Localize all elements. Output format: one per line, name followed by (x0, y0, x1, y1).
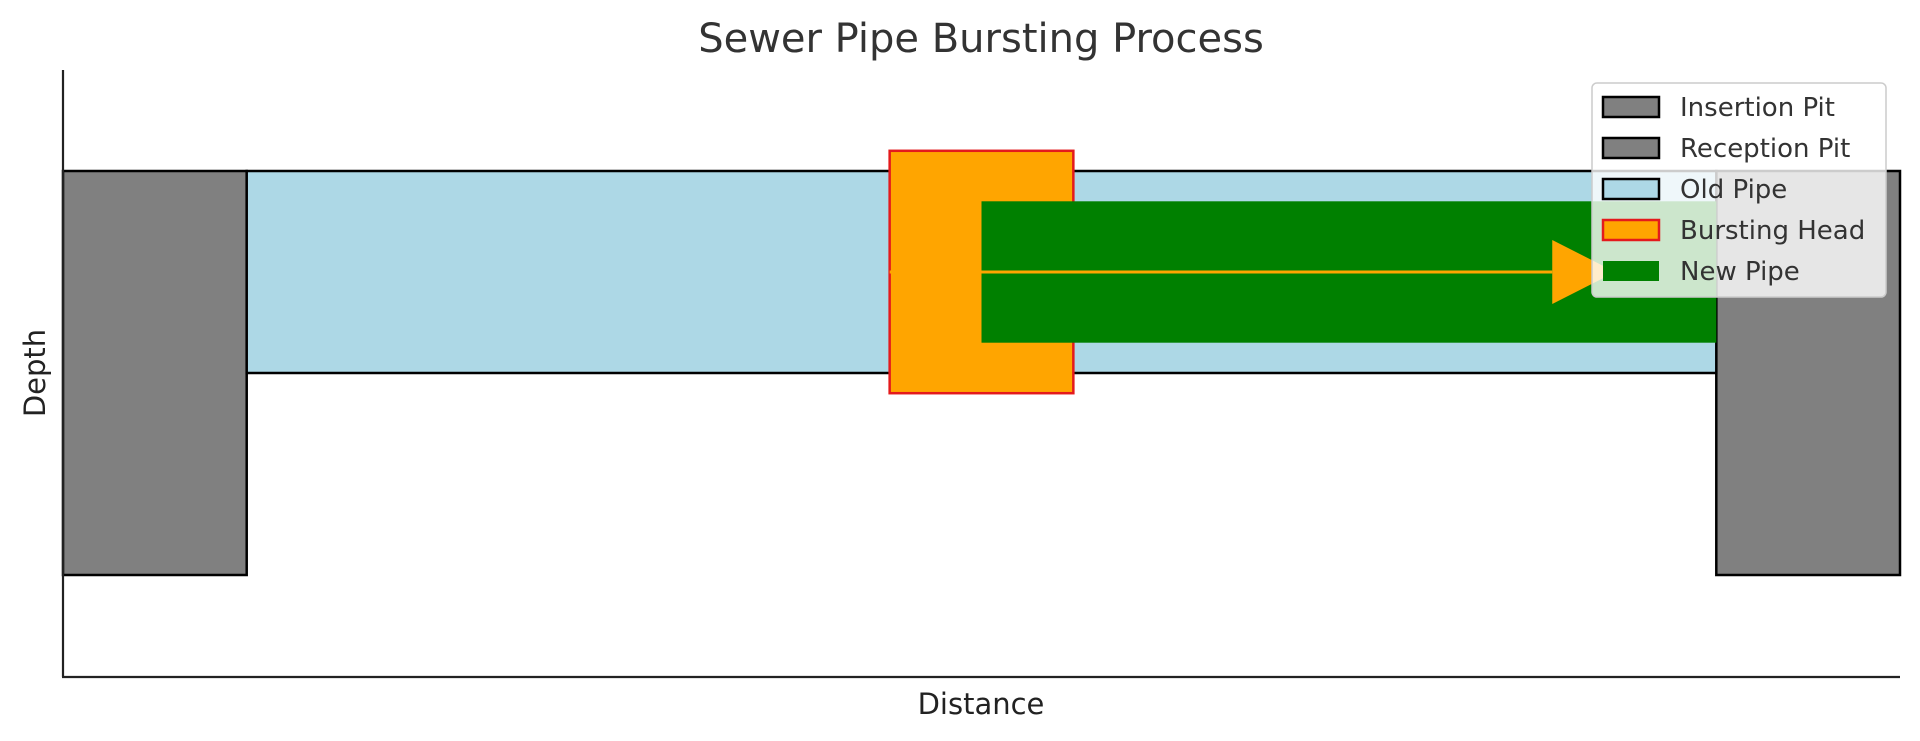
legend-swatch (1601, 218, 1661, 242)
legend-item-new-pipe: New Pipe (1603, 257, 1800, 287)
legend-label: Reception Pit (1680, 134, 1850, 164)
legend-swatch (1601, 136, 1661, 160)
x-axis-label: Distance (918, 687, 1045, 721)
direction-arrow (889, 240, 1616, 304)
legend-item-bursting-head: Bursting Head (1601, 216, 1865, 246)
legend-swatch (1603, 261, 1659, 281)
legend-label: Insertion Pit (1680, 93, 1835, 123)
legend-swatch (1601, 95, 1661, 119)
legend-item-old-pipe: Old Pipe (1601, 175, 1787, 205)
insertion-pit-shape (61, 169, 248, 577)
legend-label: Bursting Head (1680, 216, 1865, 246)
legend-box (1591, 82, 1887, 298)
legend-swatch (1601, 177, 1661, 201)
y-axis-label: Depth (18, 329, 52, 417)
legend-item-reception-pit: Reception Pit (1601, 134, 1850, 164)
legend-label: New Pipe (1680, 257, 1800, 287)
legend-item-insertion-pit: Insertion Pit (1601, 93, 1835, 123)
legend-label: Old Pipe (1680, 175, 1787, 205)
chart-title: Sewer Pipe Bursting Process (698, 16, 1264, 62)
arrow-head (1552, 240, 1616, 304)
